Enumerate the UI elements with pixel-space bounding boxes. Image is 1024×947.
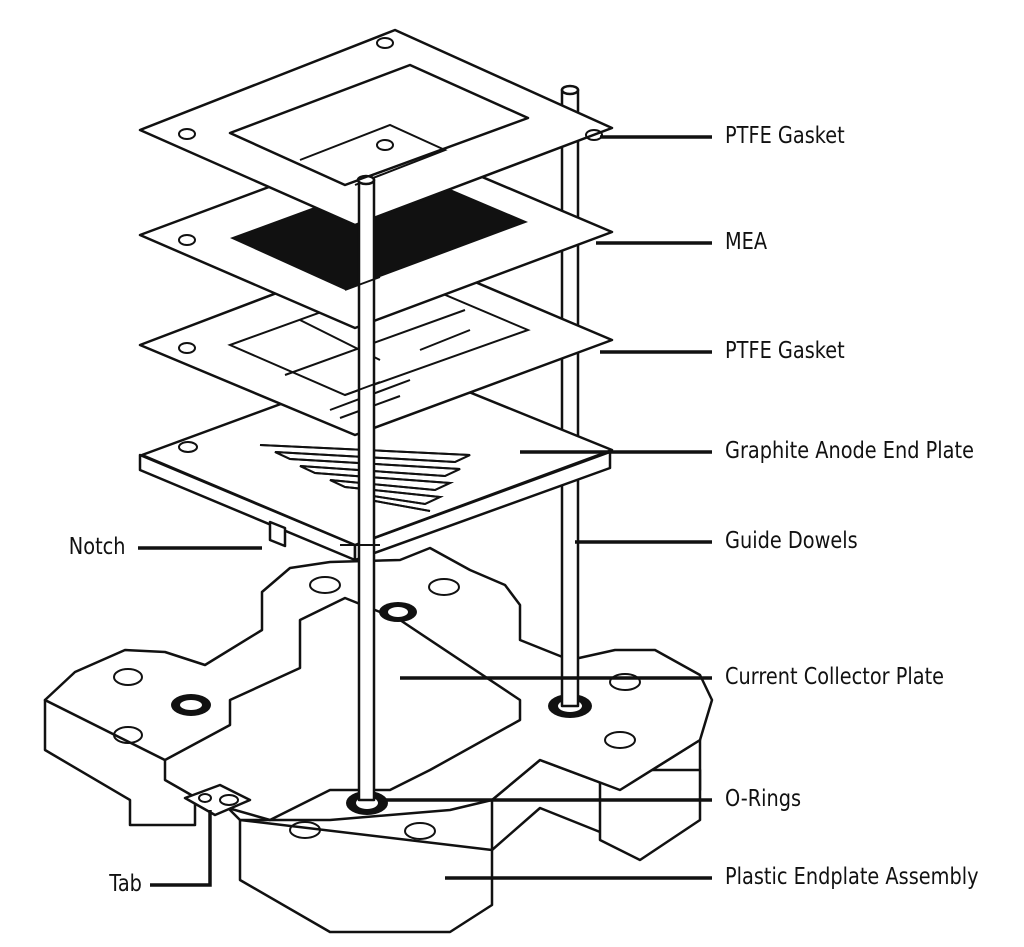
tab (183, 783, 252, 817)
label-current-collector-plate: Current Collector Plate (725, 664, 945, 690)
current-collector-plate (163, 596, 522, 822)
label-mea: MEA (725, 229, 768, 255)
label-o-rings: O-Rings (725, 786, 802, 812)
guide-dowel-front (340, 171, 381, 802)
plastic-endplate-assembly (43, 546, 714, 934)
label-notch: Notch (69, 534, 126, 560)
graphite-anode-end-plate (138, 360, 614, 562)
notch (268, 520, 287, 548)
leader-lines (138, 135, 712, 887)
label-guide-dowels: Guide Dowels (725, 528, 858, 554)
o-ring (379, 602, 417, 622)
label-plastic-endplate-assembly: Plastic Endplate Assembly (725, 864, 979, 890)
ptfe-gasket-top (138, 28, 614, 227)
o-ring (171, 694, 211, 716)
flow-field (259, 444, 471, 512)
label-tab: Tab (109, 871, 142, 897)
guide-dowel-rear (560, 84, 580, 708)
label-ptfe-gasket-top: PTFE Gasket (725, 123, 845, 149)
label-graphite-anode-end-plate: Graphite Anode End Plate (725, 438, 974, 464)
label-ptfe-gasket-bottom: PTFE Gasket (725, 338, 845, 364)
